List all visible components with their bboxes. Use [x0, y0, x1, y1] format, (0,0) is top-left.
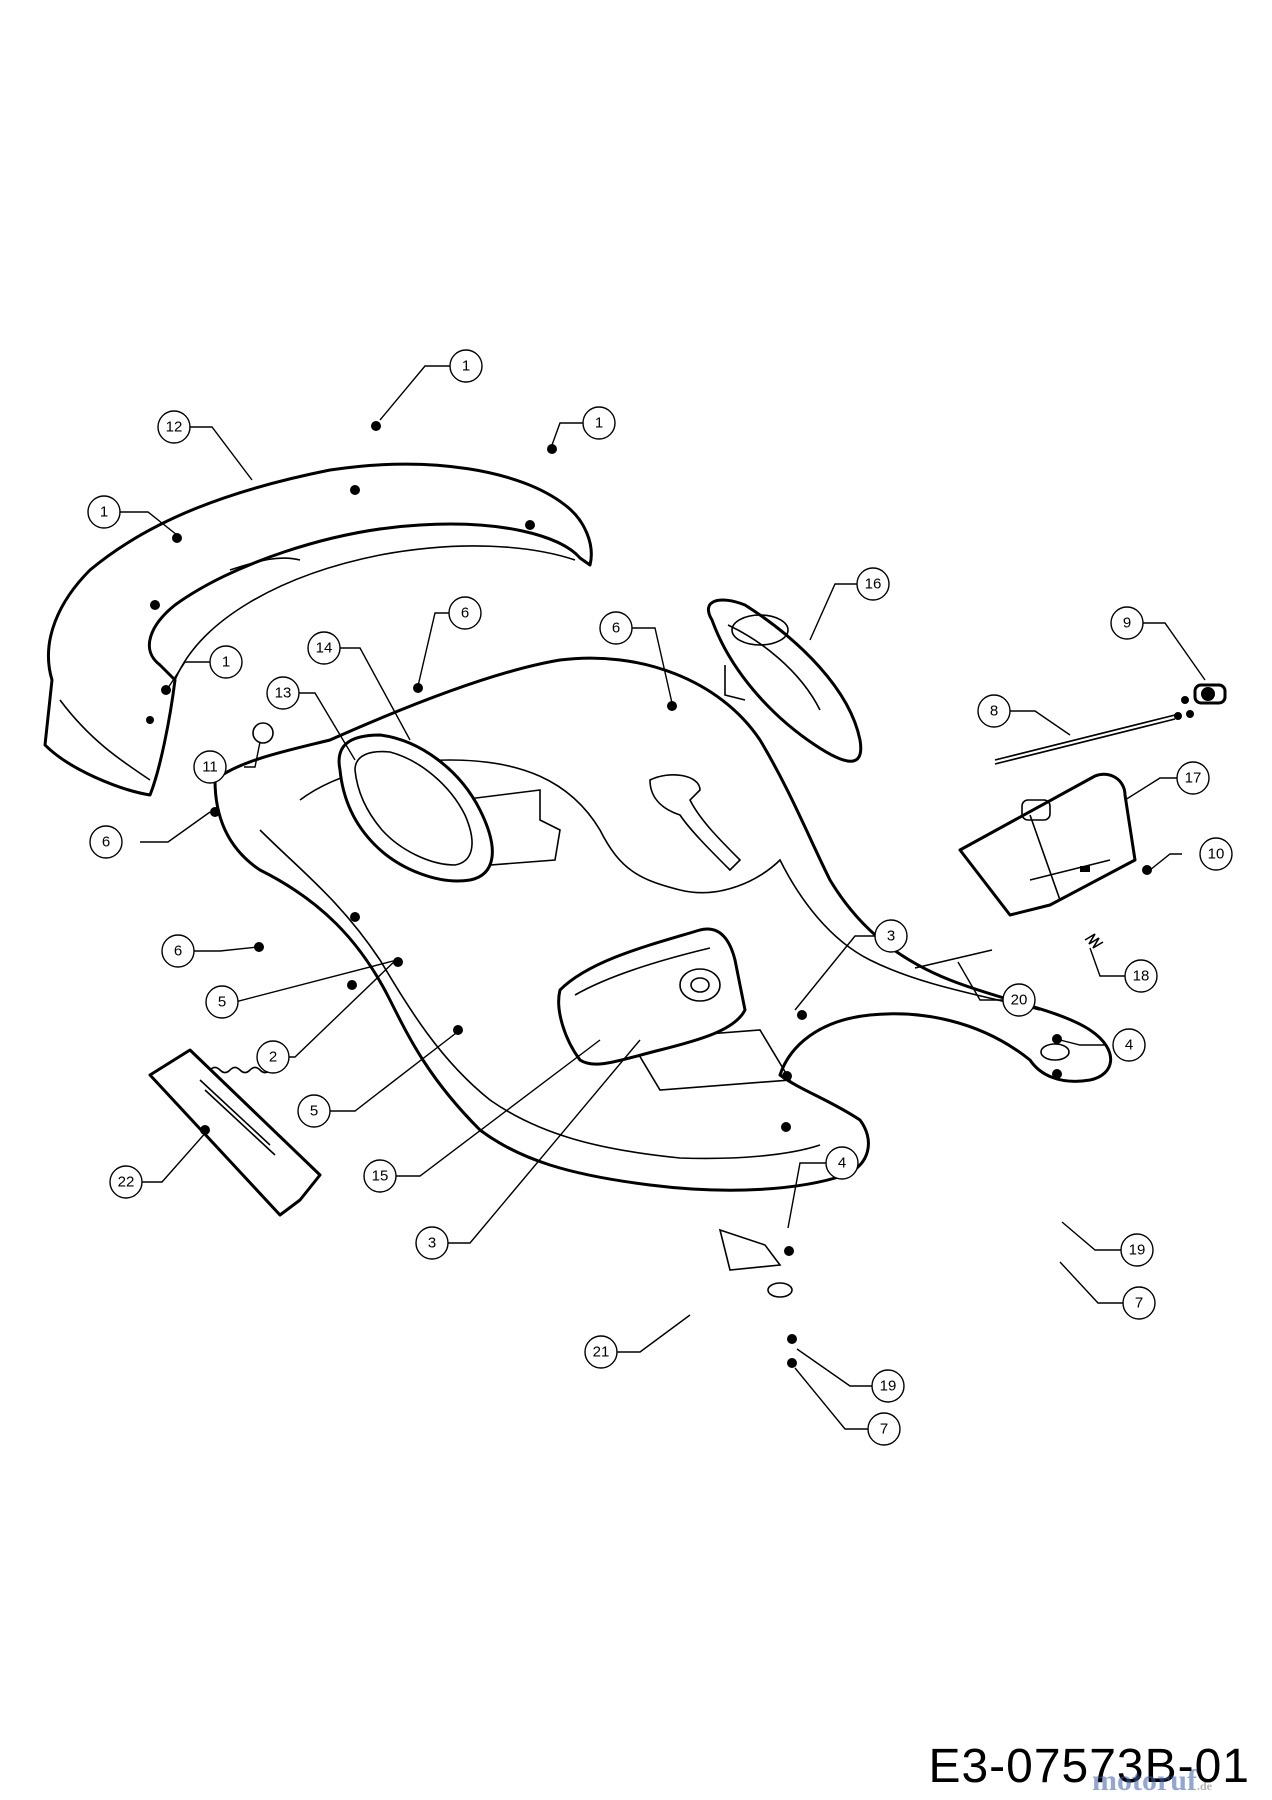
callout-4: 4 [825, 1146, 859, 1180]
connector-part [1174, 683, 1227, 720]
svg-text:7: 7 [1135, 1295, 1143, 1312]
callout-6: 6 [599, 611, 633, 645]
svg-text:5: 5 [218, 994, 226, 1011]
svg-text:18: 18 [1133, 968, 1150, 985]
callout-3: 3 [874, 919, 908, 953]
tray-part [557, 927, 747, 1066]
callout-19: 19 [871, 1369, 905, 1403]
svg-text:1: 1 [222, 654, 230, 671]
svg-text:15: 15 [372, 1168, 389, 1185]
battery-cover-part [958, 772, 1137, 917]
svg-text:19: 19 [880, 1378, 897, 1395]
svg-text:1: 1 [595, 415, 603, 432]
callout-9: 9 [1110, 606, 1144, 640]
callout-18: 18 [1124, 959, 1158, 993]
drawing-number: E3-07573B-01 [928, 1740, 1250, 1793]
svg-text:20: 20 [1011, 992, 1028, 1009]
svg-text:19: 19 [1129, 1242, 1146, 1259]
cover-cap-part [706, 598, 863, 763]
callout-3: 3 [415, 1226, 449, 1260]
callout-13: 13 [266, 676, 300, 710]
callout-1: 1 [449, 349, 483, 383]
callout-4: 4 [1112, 1028, 1146, 1062]
svg-text:3: 3 [887, 928, 895, 945]
svg-text:6: 6 [612, 620, 620, 637]
callout-17: 17 [1176, 761, 1210, 795]
svg-text:3: 3 [428, 1235, 436, 1252]
svg-text:4: 4 [838, 1155, 846, 1172]
callout-16: 16 [856, 567, 890, 601]
callout-5: 5 [297, 1094, 331, 1128]
svg-text:2: 2 [269, 1049, 277, 1066]
callout-15: 15 [363, 1159, 397, 1193]
fasteners [161, 421, 1152, 1368]
spring-part [1084, 933, 1104, 949]
bezel-part [337, 733, 494, 883]
callout-7: 7 [867, 1412, 901, 1446]
svg-text:6: 6 [174, 943, 182, 960]
svg-text:12: 12 [166, 419, 183, 436]
svg-text:10: 10 [1208, 846, 1225, 863]
callout-2: 2 [256, 1040, 290, 1074]
callout-11: 11 [193, 750, 227, 784]
svg-text:1: 1 [462, 358, 470, 375]
rear-fender-part [43, 462, 593, 797]
svg-text:17: 17 [1185, 770, 1202, 787]
svg-text:6: 6 [461, 605, 469, 622]
callout-1: 1 [582, 406, 616, 440]
callout-21: 21 [584, 1335, 618, 1369]
svg-text:8: 8 [990, 703, 998, 720]
svg-text:22: 22 [118, 1174, 135, 1191]
svg-text:6: 6 [102, 834, 110, 851]
rod-part [994, 714, 1176, 765]
callout-1: 1 [209, 645, 243, 679]
svg-text:16: 16 [865, 576, 882, 593]
svg-text:11: 11 [202, 759, 218, 776]
callout-14: 14 [307, 631, 341, 665]
svg-text:14: 14 [316, 640, 333, 657]
callout-19: 19 [1120, 1233, 1154, 1267]
callout-5: 5 [205, 985, 239, 1019]
pin-part [914, 949, 993, 969]
svg-text:13: 13 [275, 685, 292, 702]
svg-text:4: 4 [1125, 1037, 1133, 1054]
plate-part [148, 1048, 322, 1217]
callout-8: 8 [977, 694, 1011, 728]
callout-22: 22 [109, 1165, 143, 1199]
callout-20: 20 [1002, 983, 1036, 1017]
callout-12: 12 [157, 410, 191, 444]
svg-text:5: 5 [310, 1103, 318, 1120]
svg-text:7: 7 [880, 1421, 888, 1438]
callout-10: 10 [1199, 837, 1233, 871]
callouts: 1 1 1 1 12 16 9 8 6 6 6 6 14 13 11 17 10… [87, 349, 1233, 1446]
callout-6: 6 [89, 825, 123, 859]
watermark-logo: motoruf.de [1092, 1764, 1212, 1797]
callout-6: 6 [161, 934, 195, 968]
svg-text:21: 21 [593, 1344, 610, 1361]
callout-7: 7 [1122, 1286, 1156, 1320]
svg-text:9: 9 [1123, 615, 1131, 632]
callout-1: 1 [87, 495, 121, 529]
callout-6: 6 [448, 596, 482, 630]
svg-text:1: 1 [100, 504, 108, 521]
